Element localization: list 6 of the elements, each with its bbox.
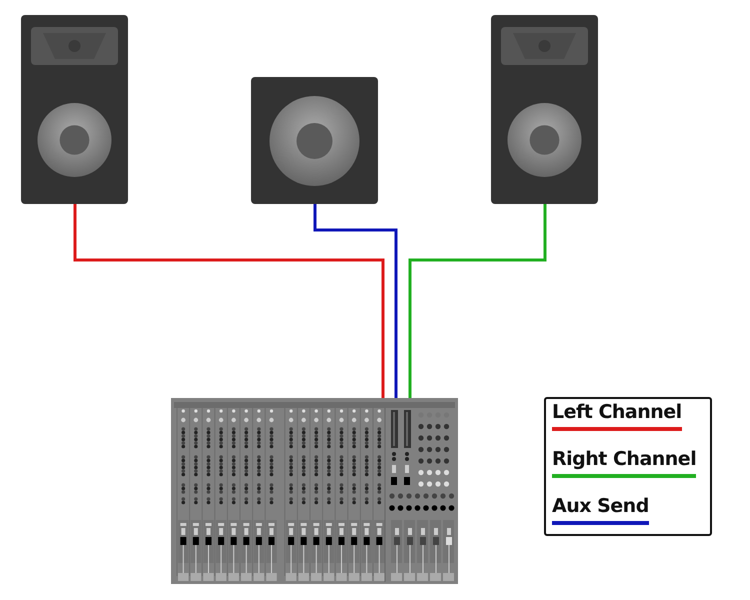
legend-label: Left Channel <box>552 401 682 423</box>
cable-line <box>74 204 384 398</box>
legend-label: Right Channel <box>552 448 696 470</box>
cable-line <box>314 204 398 398</box>
cable-line <box>408 204 546 398</box>
legend-label: Aux Send <box>552 495 649 517</box>
